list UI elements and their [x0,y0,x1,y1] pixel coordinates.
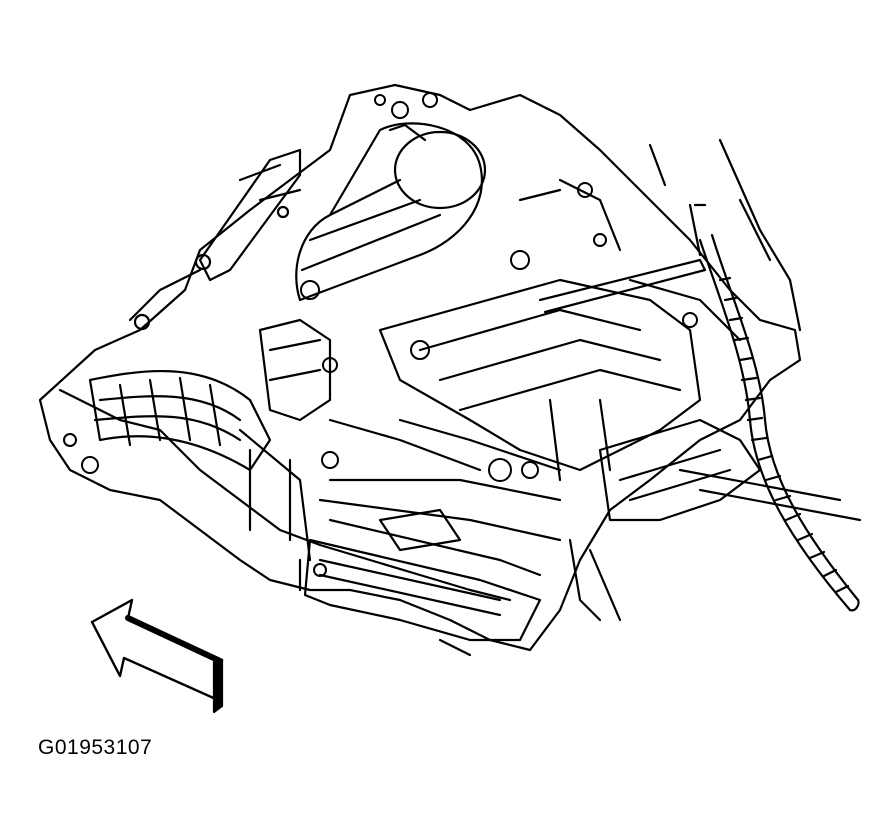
exhaust-pipe [88,369,272,472]
wiring-harness [698,233,860,612]
transmission-body [238,278,702,562]
arrow-left-up-icon [90,598,224,714]
left-flange [128,148,302,331]
figure-id-label: G01953107 [38,736,153,759]
transmission-housing [38,83,802,652]
oil-pan [303,508,542,657]
mounting-bolts [63,92,698,577]
right-bracket [518,138,802,342]
starter-motor [295,122,487,302]
crossmember [568,418,862,622]
